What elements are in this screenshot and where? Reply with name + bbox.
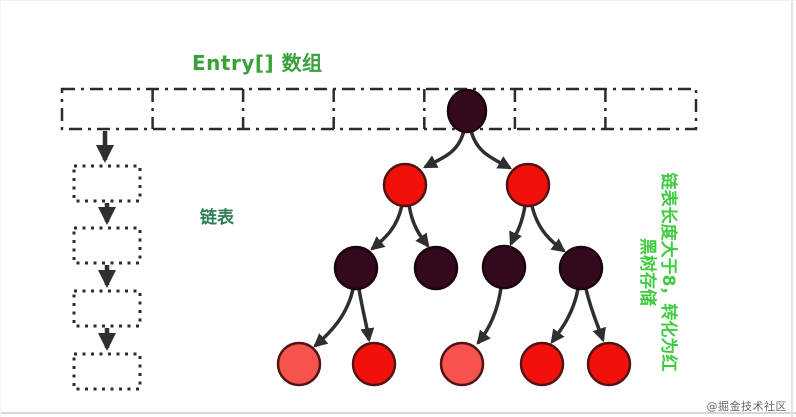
tree-annotation-line2: 黑树存储 [637, 238, 657, 306]
bottom-rule [1, 412, 796, 414]
tree-edges [313, 129, 606, 348]
tree-red-node [439, 341, 485, 387]
right-rule [791, 1, 793, 417]
list-node-box [72, 289, 142, 328]
tree-edge [370, 204, 404, 251]
tree-black-node [481, 244, 527, 290]
tree-edge [476, 287, 503, 345]
tree-edge [469, 129, 513, 170]
tree-black-node [558, 245, 604, 291]
tree-root-black-node [446, 88, 488, 134]
tree-red-node [351, 341, 397, 387]
tree-edge [357, 288, 375, 343]
list-node-box [72, 164, 142, 203]
tree-annotation: 链表长度大于8，转化为红 黑树存储 [636, 142, 678, 402]
tree-red-node [586, 341, 632, 387]
tree-edge [509, 205, 527, 247]
list-node-box [72, 352, 142, 391]
tree-edge [407, 204, 430, 248]
tree-edge [530, 205, 566, 253]
tree-red-node [382, 162, 428, 208]
linked-list-label: 链表 [200, 208, 234, 228]
tree-edge [550, 288, 580, 344]
tree-red-node [276, 341, 322, 387]
entry-array-label: Entry[] 数组 [192, 51, 323, 75]
list-node-box [72, 226, 142, 265]
tree-red-node [505, 162, 551, 208]
tree-edge [313, 288, 355, 348]
entry-array-outline [60, 87, 698, 131]
tree-edge [584, 288, 606, 343]
tree-nodes [276, 88, 632, 387]
tree-black-node [413, 245, 459, 291]
entry-array [60, 87, 698, 131]
tree-annotation-line1: 链表长度大于8，转化为红 [658, 172, 678, 372]
tree-edge [422, 129, 466, 169]
tree-red-node [519, 341, 565, 387]
list-arrows [96, 131, 116, 351]
watermark-text: @掘金技术社区 [706, 400, 787, 413]
tree-black-node [333, 245, 379, 291]
